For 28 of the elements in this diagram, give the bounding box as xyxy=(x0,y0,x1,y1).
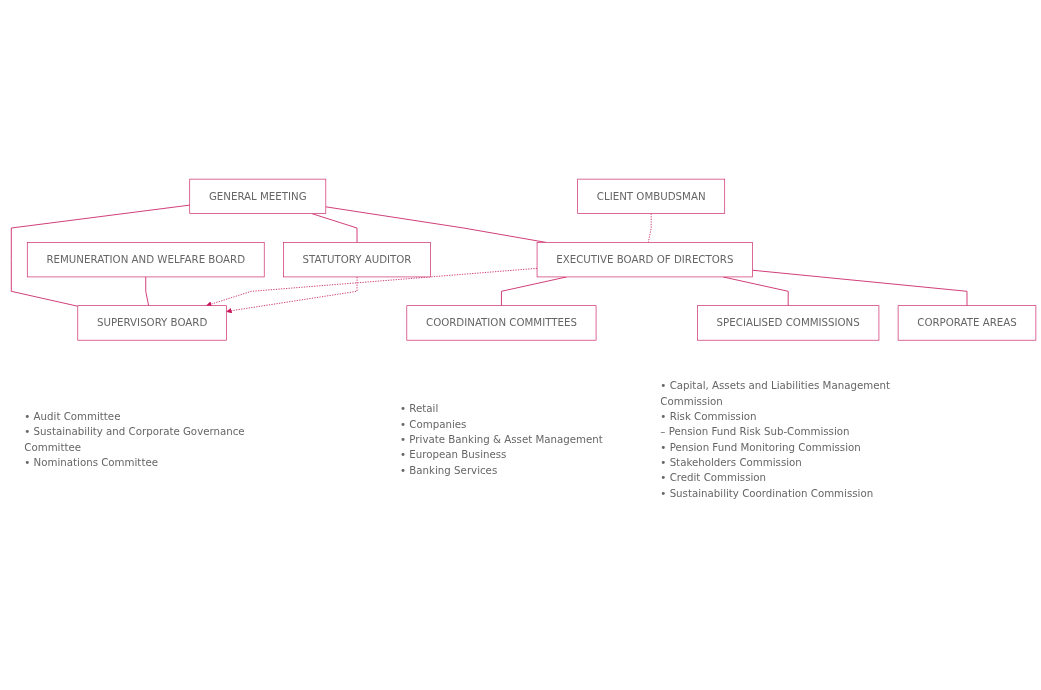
node-label: • Nominations Committee xyxy=(24,456,158,469)
node-box: STATUTORY AUDITOR xyxy=(283,242,431,278)
node-box: COORDINATION COMMITTEES xyxy=(406,305,597,341)
node-label: • Retail xyxy=(400,402,439,415)
node-box: REMUNERATION AND WELFARE BOARD xyxy=(26,242,265,278)
node-label: – Pension Fund Risk Sub-Commission xyxy=(660,425,850,439)
node-label: • European Business xyxy=(400,448,507,462)
node-label: • Private Banking & Asset Management xyxy=(400,433,603,446)
node-label: • Risk Commission xyxy=(660,410,757,423)
node-label: • Companies xyxy=(400,418,467,431)
node-label: • Audit Committee xyxy=(24,410,121,423)
node-box: SPECIALISED COMMISSIONS xyxy=(697,305,880,341)
node-label: • Sustainability and Corporate Governance Committee xyxy=(24,425,245,454)
node-box: CORPORATE AREAS xyxy=(897,305,1037,341)
connector xyxy=(145,276,150,307)
connector xyxy=(10,204,191,307)
node-box: SUPERVISORY BOARD xyxy=(77,305,227,341)
connector xyxy=(752,269,968,307)
connector xyxy=(647,213,652,243)
node-box: GENERAL MEETING xyxy=(189,178,327,214)
node-label: • Sustainability Coordination Commission xyxy=(660,487,874,500)
node-label: • Pension Fund Monitoring Commission xyxy=(660,441,861,454)
node-label: • Stakeholders Commission xyxy=(660,456,802,469)
node-box: EXECUTIVE BOARD OF DIRECTORS xyxy=(536,242,753,278)
node-label: • Capital, Assets and Liabilities Management Commission xyxy=(660,379,890,408)
node-label: • Credit Commission xyxy=(660,471,767,485)
node-label: • Banking Services xyxy=(400,464,498,477)
node-box: CLIENT OMBUDSMAN xyxy=(577,178,726,214)
